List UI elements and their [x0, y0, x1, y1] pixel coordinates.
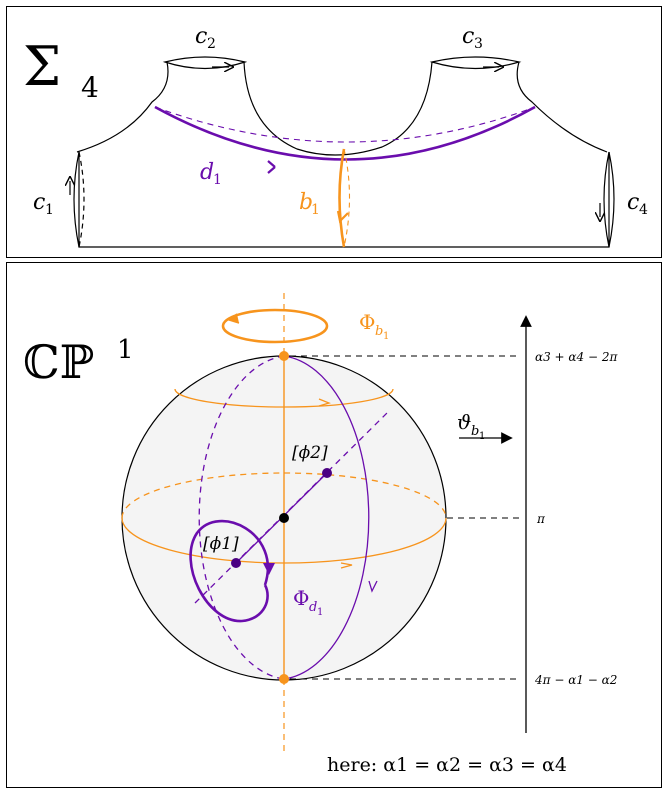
b1-label: b — [299, 190, 313, 215]
surface-diagram: Σ 4 c 2 c 3 c 1 c 4 d 1 b 1 — [23, 24, 648, 248]
c3-label: c — [462, 24, 474, 49]
phi-d1-ring — [189, 519, 269, 623]
north-pole — [279, 351, 289, 361]
phi1-point — [231, 558, 241, 568]
c4-label-sub: 4 — [639, 202, 648, 218]
surface-label-sub: 4 — [81, 71, 99, 104]
center-point — [279, 513, 289, 523]
c1-label-sub: 1 — [45, 202, 54, 218]
axis-top-label: α3 + α4 − 2π — [535, 350, 618, 364]
theta-b1-label-subsub: 1 — [479, 431, 485, 442]
theta-b1-label-sub: b — [471, 424, 479, 439]
south-pole — [279, 674, 289, 684]
c1-label: c — [33, 190, 45, 215]
sphere-diagram: ℂℙ 1 Φ b 1 Φ d 1 ϑ b 1 [ϕ1] [ϕ2] α3 + α4… — [23, 293, 618, 776]
b1-label-sub: 1 — [311, 202, 320, 218]
cp1-panel: ℂℙ 1 Φ b 1 Φ d 1 ϑ b 1 [ϕ1] [ϕ2] α3 + α4… — [6, 262, 662, 788]
axis-mid-label: π — [536, 512, 546, 526]
phi-b1-ring — [221, 308, 329, 344]
c3-label-sub: 3 — [474, 36, 483, 52]
phi1-label: [ϕ1] — [203, 534, 239, 554]
phi2-label: [ϕ2] — [292, 443, 328, 463]
b1-curve — [338, 148, 346, 248]
c4-label: c — [627, 190, 639, 215]
phi2-point — [322, 468, 332, 478]
cp1-label-sup: 1 — [117, 335, 134, 365]
phi-d1-label-sub: d — [309, 600, 317, 615]
meridian — [283, 355, 370, 680]
c2-label: c — [195, 24, 207, 49]
surface-panel: Σ 4 c 2 c 3 c 1 c 4 d 1 b 1 — [6, 6, 662, 258]
phi-b1-label-sub: b — [375, 324, 383, 339]
surface-label: Σ — [23, 35, 61, 98]
phi-b1-label-subsub: 1 — [383, 331, 389, 342]
theta-b1-label: ϑ — [457, 410, 471, 434]
note-text: here: α1 = α2 = α3 = α4 — [327, 754, 567, 776]
axis-bottom-label: 4π − α1 − α2 — [534, 673, 617, 687]
phi-d1-label: Φ — [293, 586, 309, 610]
d1-label: d — [200, 160, 214, 185]
surface-outline — [76, 61, 608, 156]
c2-label-sub: 2 — [207, 36, 216, 52]
cp1-label: ℂℙ — [23, 335, 94, 389]
phi-b1-label: Φ — [359, 310, 375, 334]
d1-label-sub: 1 — [213, 172, 222, 188]
phi-d1-label-subsub: 1 — [317, 607, 323, 618]
